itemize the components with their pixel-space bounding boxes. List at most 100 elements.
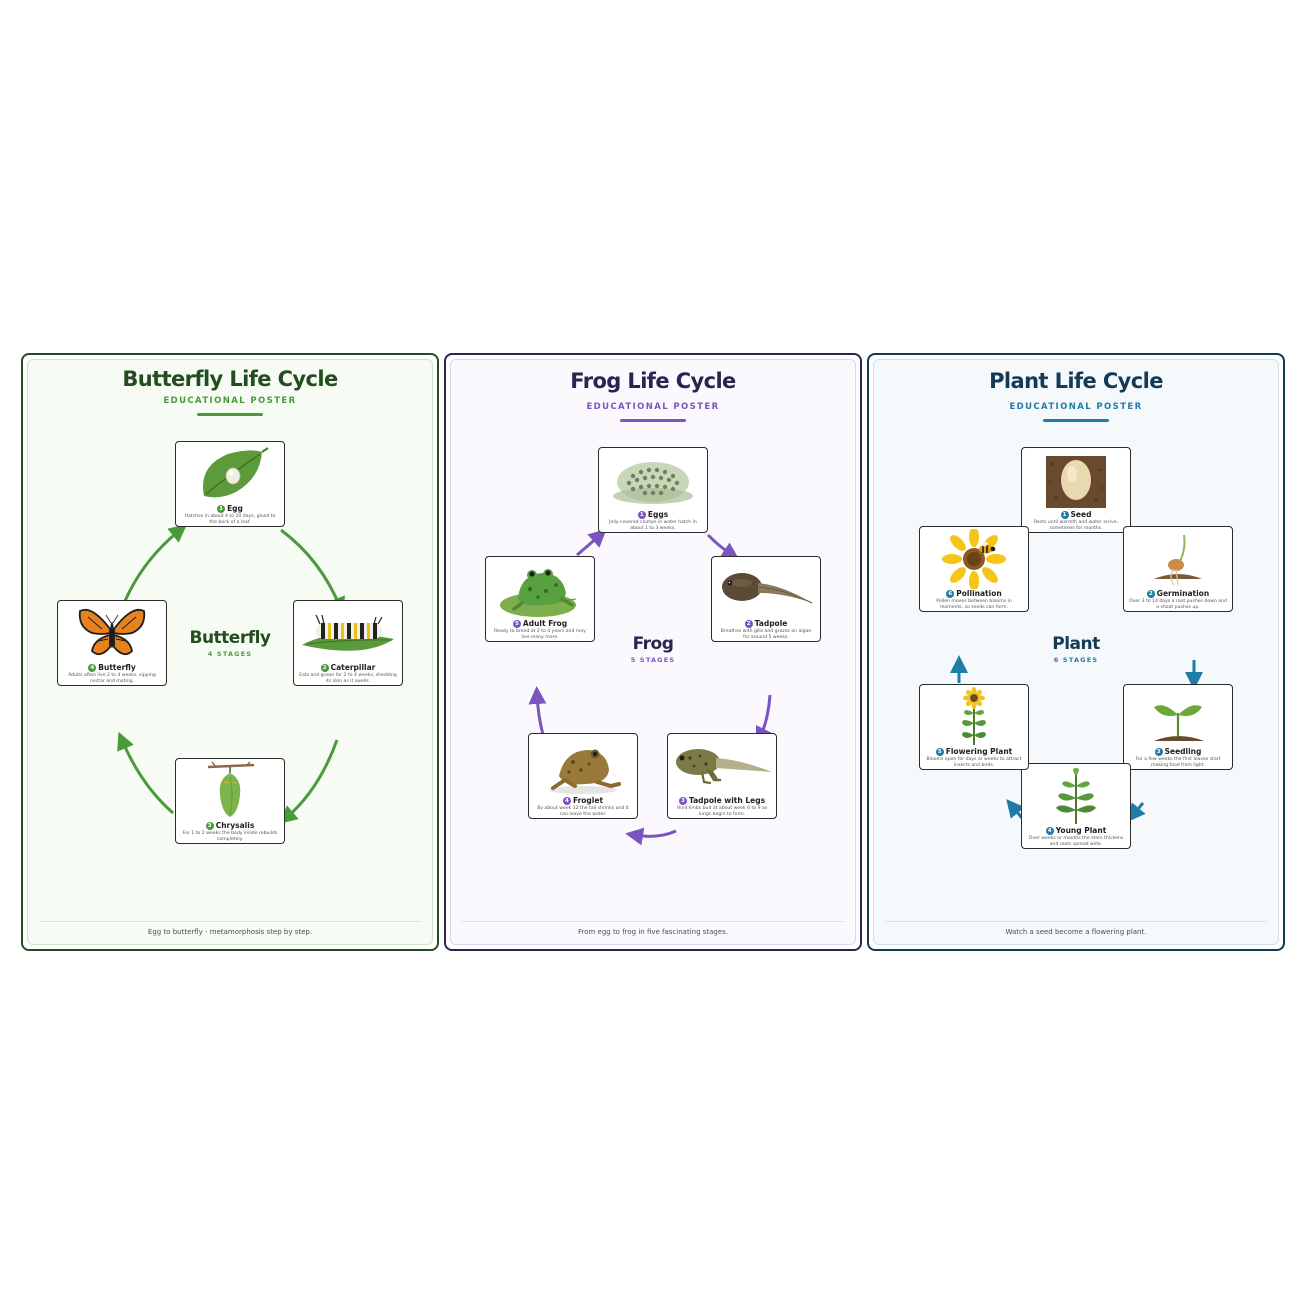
arrow-young-plant-to-flowering [1006,799,1025,819]
stage-description: For 1 to 2 weeks the body inside rebuild… [182,831,278,842]
leaf-egg-icon [203,447,269,498]
sunflower-icon [962,687,986,745]
arrow-seedling-to-young-plant [1127,802,1146,822]
stage-number: 4 [88,664,97,672]
stage-description: Pollen moves between blooms in moments, … [936,599,1012,610]
cycle-arrows [117,524,345,824]
poster-subtitle: EDUCATIONAL POSTER [1009,402,1143,412]
title-underline [620,419,686,422]
stage-number: 5 [512,620,521,628]
center-label: Plant 6 STAGES [869,634,1283,664]
stage-title: Adult Frog [522,619,568,628]
caterpillar-icon [302,614,394,651]
stage-description: Breathes with gills and grazes on algae … [720,629,812,640]
stage-number: 6 [946,590,955,598]
poster-footer: From egg to frog in five fascinating sta… [577,928,729,936]
young-plant-icon [1056,768,1096,824]
arrow-tadpole-to-legs [755,694,773,746]
title-underline [197,413,263,416]
poster-title: Plant Life Cycle [989,369,1163,393]
stage-number: 4 [1045,827,1054,835]
cycle-arrows [528,528,773,846]
bee-flower-icon [942,529,1006,589]
stage-count: 4 STAGES [207,650,253,658]
stage-title: Seed [1070,510,1092,519]
poster-title: Frog Life Cycle [570,369,736,393]
stage-title: Germination [1156,589,1210,598]
seedling-icon [1154,705,1204,741]
stage-description: By about week 12 the tail shrinks and it… [537,806,629,817]
stage-number: 3 [678,797,687,805]
stage-description: Rests until warmth and water arrive, som… [1034,520,1118,531]
center-label: Butterfly 4 STAGES [23,628,437,658]
arrow-legs-to-froglet [625,827,677,846]
stage-description: For a few weeks the first leaves start m… [1135,757,1221,768]
arrow-egg-to-caterpillar [280,528,345,616]
stage-title: Caterpillar [330,663,376,672]
stage-number: 4 [562,797,571,805]
stage-title: Tadpole [754,619,788,628]
chrysalis-icon [207,761,255,817]
stage-title: Egg [227,504,243,513]
stage-description: Blooms open for days or weeks to attract… [926,757,1022,768]
stage-number: 2 [1146,590,1155,598]
footer-rule [462,921,844,922]
stage-description: Adults often live 2 to 4 weeks, sipping … [68,673,156,684]
adult-frog-icon [500,569,577,617]
center-label: Frog 5 STAGES [446,634,860,664]
stage-title: Eggs [647,510,669,519]
stage-number: 2 [744,620,753,628]
stage-description: Over 3 to 14 days a root pushes down and… [1129,599,1227,610]
stage-title: Flowering Plant [945,747,1013,756]
stage-number: 1 [637,511,646,519]
stage-description: Hatches in about 4 to 10 days, glued to … [184,514,276,525]
stage-title: Seedling [1164,747,1202,756]
arrow-eggs-to-tadpole [706,533,740,560]
frog-poster: Frog Life Cycle EDUCATIONAL POSTER Frog … [444,353,862,951]
stage-description: Ready to breed at 2 to 4 years and may l… [494,629,586,640]
cycle-arrows [950,655,1203,822]
stage-title: Tadpole with Legs [688,796,766,805]
butterfly-icon [78,608,146,656]
butterfly-poster: Butterfly Life Cycle EDUCATIONAL POSTER … [21,353,439,951]
footer-rule [885,921,1267,922]
poster-subtitle: EDUCATIONAL POSTER [586,402,720,412]
germination-icon [1154,534,1202,586]
arrow-caterpillar-to-chrysalis [279,739,339,824]
arrow-adult-to-eggs [576,528,607,557]
arrow-froglet-to-adult [528,686,547,736]
frogspawn-icon [613,462,693,504]
stage-count: 5 STAGES [630,656,676,664]
stage-title: Froglet [572,796,604,805]
stage-number: 3 [1154,748,1163,756]
stage-count: 6 STAGES [1053,656,1099,664]
stage-number: 1 [1060,511,1069,519]
poster-subtitle: EDUCATIONAL POSTER [163,396,297,406]
stage-number: 3 [205,822,214,830]
footer-rule [39,921,421,922]
stage-title: Butterfly [98,663,136,672]
poster-footer: Egg to butterfly - metamorphosis step by… [147,928,313,936]
